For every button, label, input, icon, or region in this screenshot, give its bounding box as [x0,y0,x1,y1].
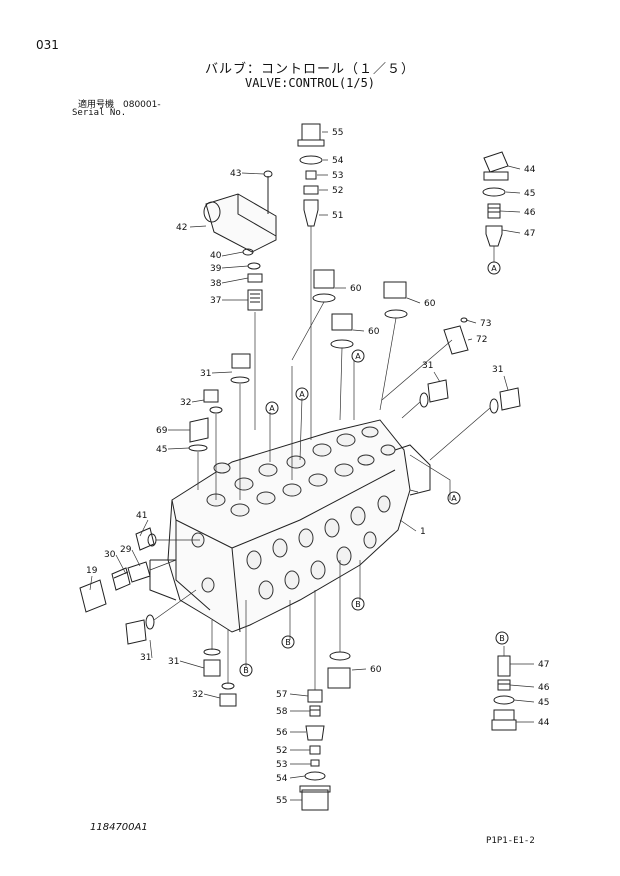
callout-44: 44 [524,165,536,175]
ref-circle-a [265,401,279,415]
reference-markers: A A A A A B B B B [239,261,509,677]
callout-39: 39 [210,264,222,274]
callout-60: 60 [424,299,436,309]
callout-60: 60 [370,665,382,675]
ref-circle-b [281,635,295,649]
callout-52: 52 [332,186,343,196]
valve-body-ports [191,426,396,600]
top-plug-stack [297,123,325,440]
ref-circle-a [351,349,365,363]
callout-53: 53 [332,171,343,181]
callout-31: 31 [140,653,151,663]
bottom-plugs-60 [327,560,351,689]
callout-40: 40 [210,251,222,261]
drawing-number: 1184700A1 [90,822,148,833]
callout-37: 37 [210,296,221,306]
callout-32: 32 [180,398,191,408]
callout-32: 32 [192,690,203,700]
ref-circle-b [495,631,509,645]
callout-31: 31 [168,657,179,667]
ref-circle-b [351,597,365,611]
valve-body [149,419,431,633]
ref-label-b: B [243,666,249,675]
bottom-left-plugs [125,589,237,707]
callout-52: 52 [276,746,287,756]
ref-label-a: A [451,494,457,503]
page-code: 031 [36,38,59,52]
bottom-right-plug-stack [491,646,517,731]
callout-58: 58 [276,707,288,717]
callout-73: 73 [480,319,491,329]
callout-55: 55 [332,128,343,138]
bottom-plug-stack [299,590,331,811]
part-callouts: 55 54 53 52 51 43 42 40 39 38 37 44 45 4… [86,128,550,806]
callout-45: 45 [156,445,167,455]
callout-60: 60 [368,327,380,337]
ref-label-a: A [299,390,305,399]
callout-54: 54 [276,774,288,784]
ref-label-a: A [491,264,497,273]
callout-56: 56 [276,728,288,738]
callout-38: 38 [210,279,222,289]
callout-31: 31 [200,369,211,379]
callout-19: 19 [86,566,98,576]
ref-label-b: B [355,600,361,609]
ref-label-a: A [269,404,275,413]
ref-circle-a [447,491,461,505]
callout-42: 42 [176,223,187,233]
right-side-plugs [401,379,521,461]
callout-53: 53 [276,760,287,770]
page-reference: P1P1-E1-2 [486,836,535,846]
serial-label-japanese: 適用号機 080001- [78,100,161,110]
left-plug-set [188,353,251,500]
callout-1: 1 [420,527,426,537]
callout-47: 47 [524,229,535,239]
callout-72: 72 [476,335,487,345]
callout-45: 45 [524,189,535,199]
callout-41: 41 [136,511,147,521]
callout-69: 69 [156,426,168,436]
callout-55: 55 [276,796,287,806]
callout-45: 45 [538,698,549,708]
ref-circle-a [295,387,309,401]
solenoid-valve [203,170,277,430]
callout-43: 43 [230,169,241,179]
callout-47: 47 [538,660,549,670]
leader-lines [245,360,451,668]
ref-label-b: B [285,638,291,647]
ref-label-a: A [355,352,361,361]
ref-circle-b [239,663,253,677]
page-title: VALVE:CONTROL(1/5) [244,76,376,90]
cover-plate [381,317,469,401]
callout-31: 31 [422,361,433,371]
right-top-plug-stack [482,151,509,262]
callout-leaders [89,131,535,801]
callout-46: 46 [538,683,550,693]
callout-57: 57 [276,690,287,700]
page-title-japanese: バルブ：コントロール（１／５） [204,62,415,77]
callout-46: 46 [524,208,536,218]
serial-label: Serial No. [72,108,127,118]
callout-29: 29 [120,545,132,555]
callout-44: 44 [538,718,550,728]
callout-30: 30 [104,550,116,560]
ref-circle-a [487,261,501,275]
callout-54: 54 [332,156,344,166]
plug-set-60 [291,269,408,421]
ref-label-b: B [499,634,505,643]
callout-51: 51 [332,211,343,221]
callout-31: 31 [492,365,503,375]
callout-60: 60 [350,284,362,294]
